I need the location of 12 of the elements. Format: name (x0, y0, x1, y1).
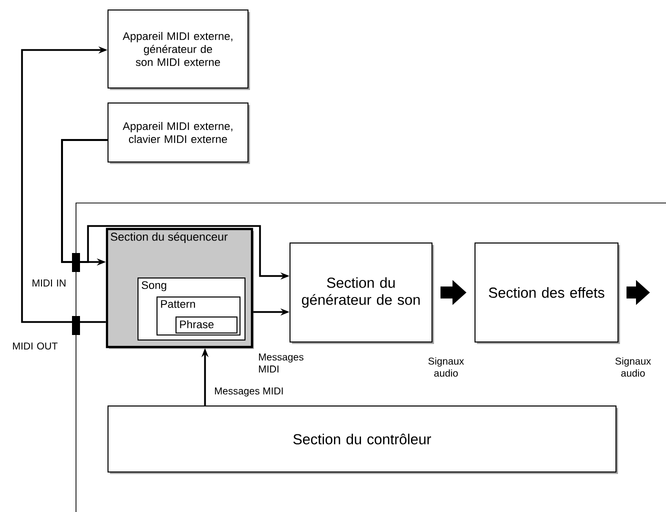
text-label: MIDI OUT (13, 342, 58, 350)
section-box: Section du contrôleur (108, 406, 618, 474)
device-box: Appareil MIDI externe, générateur de son MIDI externe (108, 10, 250, 90)
text-label: Signaux audio (428, 357, 464, 377)
section-box: Section du générateur de son (290, 242, 434, 344)
edge-label: Messages MIDI (215, 388, 283, 396)
nested-box: Phrase (176, 316, 238, 334)
text-label: MIDI IN (32, 280, 66, 286)
text-label: Signaux audio (615, 357, 651, 377)
device-box: Appareil MIDI externe, clavier MIDI externe (108, 102, 250, 164)
text-label: Messages MIDI (259, 354, 304, 372)
section-box: Section des effets (474, 242, 620, 344)
